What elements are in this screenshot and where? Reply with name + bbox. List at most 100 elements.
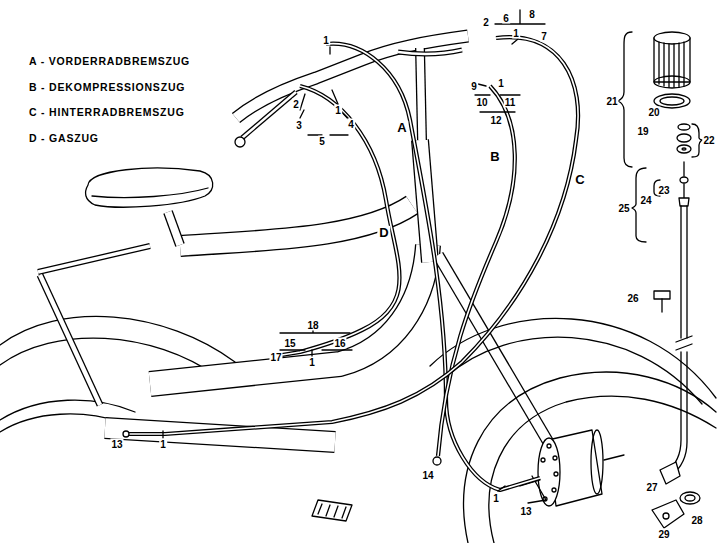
line-art [660,462,680,484]
callout-number: 29 [657,529,670,540]
line-art [446,337,702,404]
line-art [480,111,515,112]
callout-number: 22 [702,135,715,146]
callout-number: 27 [645,482,658,493]
line-art [38,246,150,272]
line-art [92,188,208,198]
line-art [163,39,518,491]
line-art [661,299,662,312]
callout-number: 1 [512,28,520,39]
legend-text: B - DEKOMPRESSIONSZUG [28,82,186,94]
callout-number: 4 [347,119,355,130]
callout-number: 24 [639,195,652,206]
callout-number: 1 [308,357,316,368]
line-art [663,513,669,519]
callout-number: 14 [421,470,434,481]
line-art [666,206,687,476]
pedal [312,500,352,521]
front-hub [520,430,624,506]
line-art [676,336,692,350]
seat [86,168,213,207]
line-art [86,168,213,207]
line-art [280,349,352,350]
line-art [538,438,560,506]
line-art [678,124,690,130]
callout-number: 10 [475,97,488,108]
line-art [242,92,296,138]
line-art [692,124,702,157]
callout-number: 7 [540,31,548,42]
line-art [489,396,716,543]
line-art [618,32,632,167]
line-art [685,495,695,501]
line-art [0,400,135,420]
callout-number: 3 [295,120,303,131]
line-art [326,44,540,490]
line-art [180,205,412,246]
line-art [128,37,578,434]
callout-number: 15 [283,338,296,349]
line-art [242,92,296,138]
callout-number: 21 [605,96,618,107]
callout-number: 13 [519,506,532,517]
callout-number: 1 [497,78,505,89]
legend-text: A - VORDERRADBREMSZUG [28,56,191,68]
line-art [168,212,180,245]
line-art [683,162,684,176]
callout-number: 25 [617,203,630,214]
line-art [0,414,120,432]
cable-letter: D [377,226,390,240]
line-art [312,500,352,521]
line-art [420,48,422,140]
line-art [438,86,515,456]
line-art [438,255,560,462]
callout-number: 1 [334,105,342,116]
line-art [677,134,691,142]
callout-number: 12 [489,115,502,126]
line-art [282,86,400,355]
line-art [38,246,150,272]
callout-number: 1 [492,493,500,504]
cable-letter: A [395,121,408,135]
callout-number: 16 [333,338,346,349]
leader-lines [163,10,545,491]
line-art [180,205,412,246]
line-art [420,48,422,140]
legend-text: D - GASZUG [28,133,100,145]
callout-number: 2 [482,17,490,28]
line-art [433,457,441,465]
line-art [660,97,684,105]
line-art [554,472,558,476]
line-art [541,458,545,462]
line-art [553,456,557,460]
line-art [659,42,684,87]
line-art [683,184,684,198]
line-art [282,86,400,355]
line-art [552,488,556,492]
line-art [475,94,520,95]
line-art [398,50,462,54]
legend-text: C - HINTERRADBREMSZUG [28,107,186,119]
callout-number: 9 [470,81,478,92]
line-art [318,504,346,518]
callout-number: 18 [306,320,319,331]
line-art [235,137,245,147]
callout-number: 17 [269,352,282,363]
line-art [654,291,670,299]
cable-letter: C [573,173,586,187]
callout-number: 6 [502,13,510,24]
callout-number: 23 [657,185,670,196]
line-art [40,275,100,405]
line-art [679,198,689,206]
line-art [547,444,551,448]
cables [123,37,578,490]
callout-number: 19 [636,126,649,137]
rear-rack [38,246,150,405]
line-art [682,148,686,150]
callout-number: 1 [159,439,167,450]
callout-number: 2 [292,99,300,110]
line-art [652,500,684,528]
line-art [438,86,515,456]
callout-number: 26 [626,293,639,304]
